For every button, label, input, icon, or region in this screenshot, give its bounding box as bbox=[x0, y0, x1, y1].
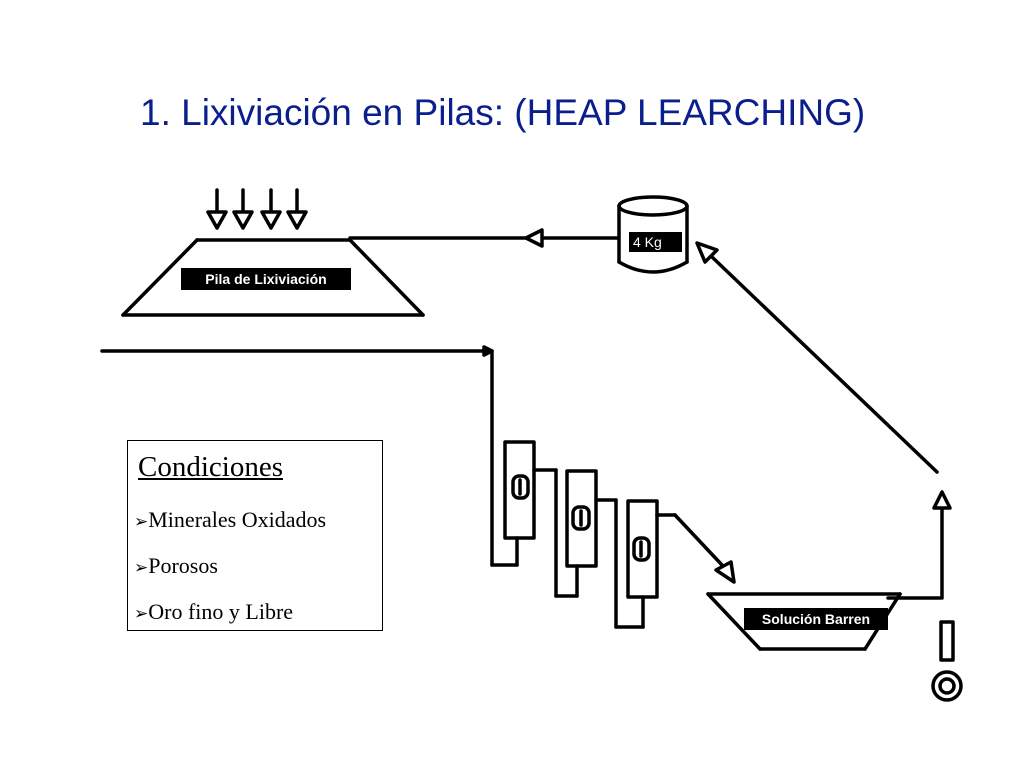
condition-item: ➢Minerales Oxidados bbox=[134, 507, 327, 532]
pump-line bbox=[932, 490, 952, 600]
condition-item: ➢Porosos bbox=[134, 553, 218, 578]
barren-label: Solución Barren bbox=[744, 608, 888, 630]
arrow-bullet-icon: ➢ bbox=[134, 558, 149, 578]
heap-label: Pila de Lixiviación bbox=[181, 268, 351, 290]
return-line bbox=[348, 228, 620, 248]
column-2 bbox=[565, 469, 645, 629]
arrow-bullet-icon: ➢ bbox=[134, 604, 149, 624]
tank-label: 4 Kg bbox=[629, 232, 682, 252]
heap-pile bbox=[121, 238, 425, 317]
pump bbox=[931, 620, 963, 702]
pregnant-solution-pipe bbox=[100, 345, 519, 567]
conditions-heading: Condiciones bbox=[138, 451, 283, 483]
tank bbox=[617, 195, 689, 274]
irrigation-arrows bbox=[206, 188, 308, 230]
column-3 bbox=[626, 499, 736, 629]
arrow-bullet-icon: ➢ bbox=[134, 512, 149, 532]
condition-item: ➢Oro fino y Libre bbox=[134, 599, 294, 624]
column-1 bbox=[503, 440, 579, 598]
conditions-box: Condiciones ➢Minerales Oxidados ➢Porosos… bbox=[127, 440, 383, 631]
page-title: 1. Lixiviación en Pilas: (HEAP LEARCHING… bbox=[140, 92, 866, 133]
recycle-line bbox=[695, 241, 939, 474]
